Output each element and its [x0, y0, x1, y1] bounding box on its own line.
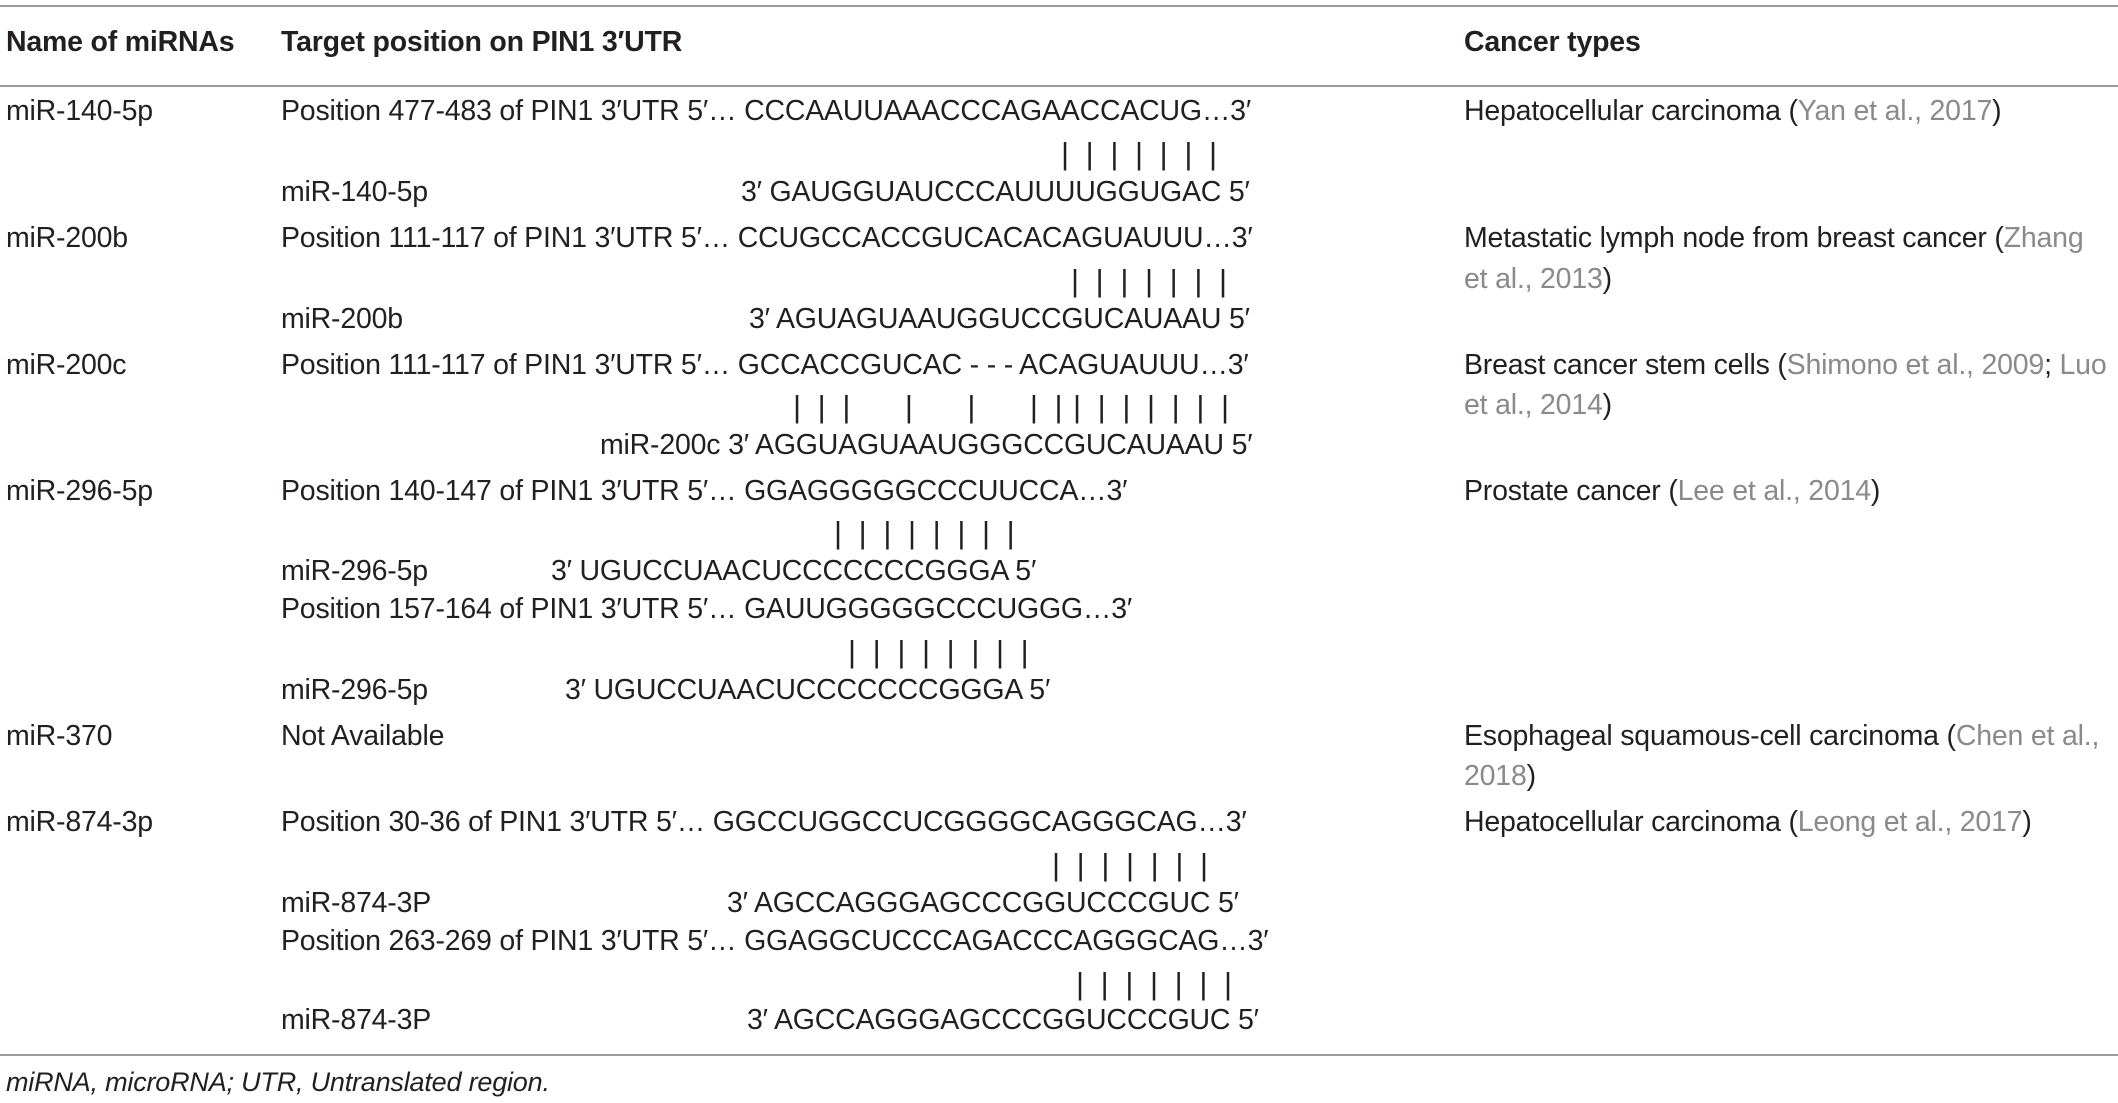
target-line: Position 263-269 of PIN1 3′UTR 5′… GGAGG… — [281, 925, 1269, 957]
mirna-label: miR-296-5p — [281, 555, 428, 587]
target-line: Position 157-164 of PIN1 3′UTR 5′… GAUUG… — [281, 593, 1132, 625]
citation-link[interactable]: Luo — [2059, 349, 2107, 381]
pairing-bars: | | | | | | | — [1061, 136, 1222, 171]
mirna-sequence: 3′ AGCCAGGGAGCCCGGUCCCGUC 5′ — [747, 1004, 1259, 1036]
cancer-type: Breast cancer stem cells (Shimono et al.… — [1464, 349, 2107, 381]
pairing-bars-partial: | | | | | | | — [793, 389, 1067, 424]
pairing-bars: | | | | | | | — [1076, 966, 1237, 1001]
citation-link[interactable]: Yan et al., 2017 — [1797, 95, 1993, 127]
cancer-type-cont: 2018) — [1464, 760, 1536, 792]
target-line: Position 30-36 of PIN1 3′UTR 5′… GGCCUGG… — [281, 806, 1247, 838]
mirna-sequence: 3′ UGUCCUAACUCCCCCCCGGGA 5′ — [551, 555, 1037, 587]
cancer-type: Hepatocellular carcinoma (Yan et al., 20… — [1464, 95, 2002, 127]
header-name: Name of miRNAs — [6, 26, 235, 58]
mirna-sequence: 3′ GAUGGUAUCCCAUUUUGGUGAC 5′ — [741, 176, 1250, 208]
target-line: Position 140-147 of PIN1 3′UTR 5′… GGAGG… — [281, 475, 1128, 507]
pairing-bars-seed: | | | | | | | — [1073, 389, 1234, 424]
target-line: Position 111-117 of PIN1 3′UTR 5′… CCUGC… — [281, 222, 1253, 254]
citation-link[interactable]: Chen et al., — [1955, 720, 2100, 752]
target-line: Not Available — [281, 720, 445, 752]
target-line: Position 111-117 of PIN1 3′UTR 5′… GCCAC… — [281, 349, 1249, 381]
citation-link[interactable]: 2018 — [1464, 760, 1527, 792]
header-target: Target position on PIN1 3′UTR — [281, 26, 683, 58]
row-name: miR-370 — [6, 720, 113, 752]
header-rule — [0, 85, 2118, 87]
cancer-type: Hepatocellular carcinoma (Leong et al., … — [1464, 806, 2032, 838]
table-footnote: miRNA, microRNA; UTR, Untranslated regio… — [6, 1067, 550, 1097]
row-name: miR-200b — [6, 222, 128, 254]
citation-link[interactable]: Zhang — [2003, 222, 2084, 254]
mirna-label: miR-296-5p — [281, 674, 428, 706]
citation-link[interactable]: Lee et al., 2014 — [1677, 475, 1871, 507]
pairing-bars: | | | | | | | — [1071, 263, 1232, 298]
citation-link[interactable]: Leong et al., 2017 — [1797, 806, 2023, 838]
cancer-type: Esophageal squamous-cell carcinoma (Chen… — [1464, 720, 2100, 752]
mirna-label: miR-140-5p — [281, 176, 428, 208]
pairing-bars: | | | | | | | — [1052, 847, 1213, 882]
row-name: miR-874-3p — [6, 806, 153, 838]
top-rule — [0, 5, 2118, 7]
target-line: Position 477-483 of PIN1 3′UTR 5′… CCCAA… — [281, 95, 1251, 127]
citation-link[interactable]: et al., 2013 — [1464, 263, 1603, 295]
pairing-bars: | | | | | | | | — [834, 515, 1019, 550]
mirna-label: miR-874-3P — [281, 1004, 432, 1036]
cancer-type: Metastatic lymph node from breast cancer… — [1464, 222, 2084, 254]
cancer-type-cont: et al., 2013) — [1464, 263, 1612, 295]
mirna-sequence: miR-200c 3′ AGGUAGUAAUGGGCCGUCAUAAU 5′ — [600, 429, 1253, 461]
cancer-type: Prostate cancer (Lee et al., 2014) — [1464, 475, 1881, 507]
mirna-sequence: 3′ AGUAGUAAUGGUCCGUCAUAAU 5′ — [749, 303, 1250, 335]
mirna-label: miR-200b — [281, 303, 403, 335]
citation-link[interactable]: et al., 2014 — [1464, 389, 1603, 421]
cancer-type-cont: et al., 2014) — [1464, 389, 1612, 421]
header-cancer: Cancer types — [1464, 26, 1641, 58]
pairing-bars: | | | | | | | | — [848, 634, 1033, 669]
citation-link[interactable]: Shimono et al., 2009 — [1786, 349, 2045, 381]
bottom-rule — [0, 1054, 2118, 1056]
mirna-label: miR-874-3P — [281, 887, 432, 919]
row-name: miR-140-5p — [6, 95, 153, 127]
row-name: miR-296-5p — [6, 475, 153, 507]
mirna-sequence: 3′ UGUCCUAACUCCCCCCCGGGA 5′ — [565, 674, 1051, 706]
row-name: miR-200c — [6, 349, 127, 381]
mirna-sequence: 3′ AGCCAGGGAGCCCGGUCCCGUC 5′ — [727, 887, 1239, 919]
